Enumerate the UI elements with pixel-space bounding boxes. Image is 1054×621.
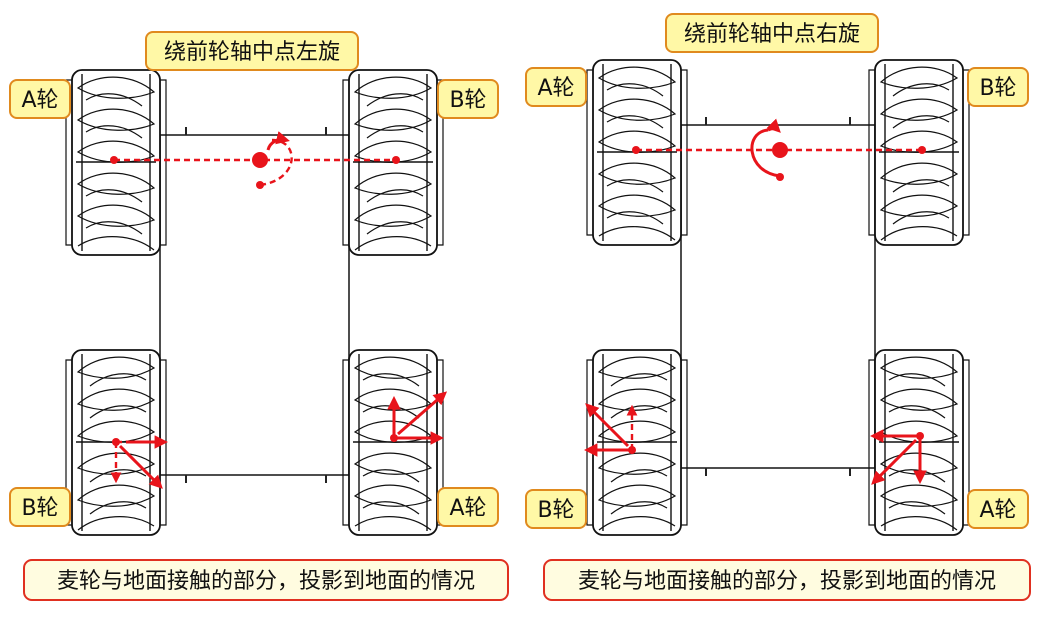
front-axle-line-left: [110, 131, 400, 189]
right-panel: [583, 59, 970, 536]
wheel-label-rear-left: B轮: [525, 489, 587, 529]
chassis-right: [680, 117, 876, 476]
rotation-arrow-icon: [266, 131, 290, 151]
front-axle-line-right: [632, 118, 926, 181]
wheel-rear-right-a: [342, 349, 444, 536]
vectors-rear-left: [583, 403, 638, 457]
wheel-label-rear-right: A轮: [967, 489, 1029, 529]
svg-text:A轮: A轮: [21, 88, 58, 113]
svg-text:绕前轮轴中点左旋: 绕前轮轴中点左旋: [164, 40, 340, 65]
svg-text:B轮: B轮: [979, 76, 1016, 101]
left-panel: [65, 69, 448, 536]
svg-text:B轮: B轮: [537, 498, 574, 523]
vectors-rear-left: [110, 435, 169, 489]
svg-text:B轮: B轮: [449, 88, 486, 113]
svg-text:A轮: A轮: [979, 498, 1016, 523]
rotation-arrow-icon: [766, 118, 781, 133]
chassis-left: [159, 127, 350, 483]
svg-text:麦轮与地面接触的部分，投影到地面的情况: 麦轮与地面接触的部分，投影到地面的情况: [57, 569, 475, 594]
title-label-right: 绕前轮轴中点右旋: [665, 13, 879, 53]
title-label-left: 绕前轮轴中点左旋: [145, 31, 359, 71]
svg-text:麦轮与地面接触的部分，投影到地面的情况: 麦轮与地面接触的部分，投影到地面的情况: [578, 569, 996, 594]
svg-text:B轮: B轮: [21, 496, 58, 521]
wheel-label-front-left: A轮: [525, 67, 587, 107]
wheel-label-rear-left: B轮: [9, 487, 71, 527]
wheel-rear-left-b: [587, 350, 687, 535]
wheel-label-front-right: B轮: [967, 67, 1029, 107]
wheel-label-front-left: A轮: [9, 79, 71, 119]
wheel-label-rear-right: A轮: [437, 487, 499, 527]
wheel-label-front-right: B轮: [437, 79, 499, 119]
vectors-rear-right: [869, 429, 927, 485]
svg-text:A轮: A轮: [449, 496, 486, 521]
svg-text:A轮: A轮: [537, 76, 574, 101]
caption-right: 麦轮与地面接触的部分，投影到地面的情况: [543, 559, 1031, 601]
vectors-rear-right: [387, 391, 448, 445]
svg-text:绕前轮轴中点右旋: 绕前轮轴中点右旋: [684, 22, 860, 47]
caption-left: 麦轮与地面接触的部分，投影到地面的情况: [23, 559, 509, 601]
